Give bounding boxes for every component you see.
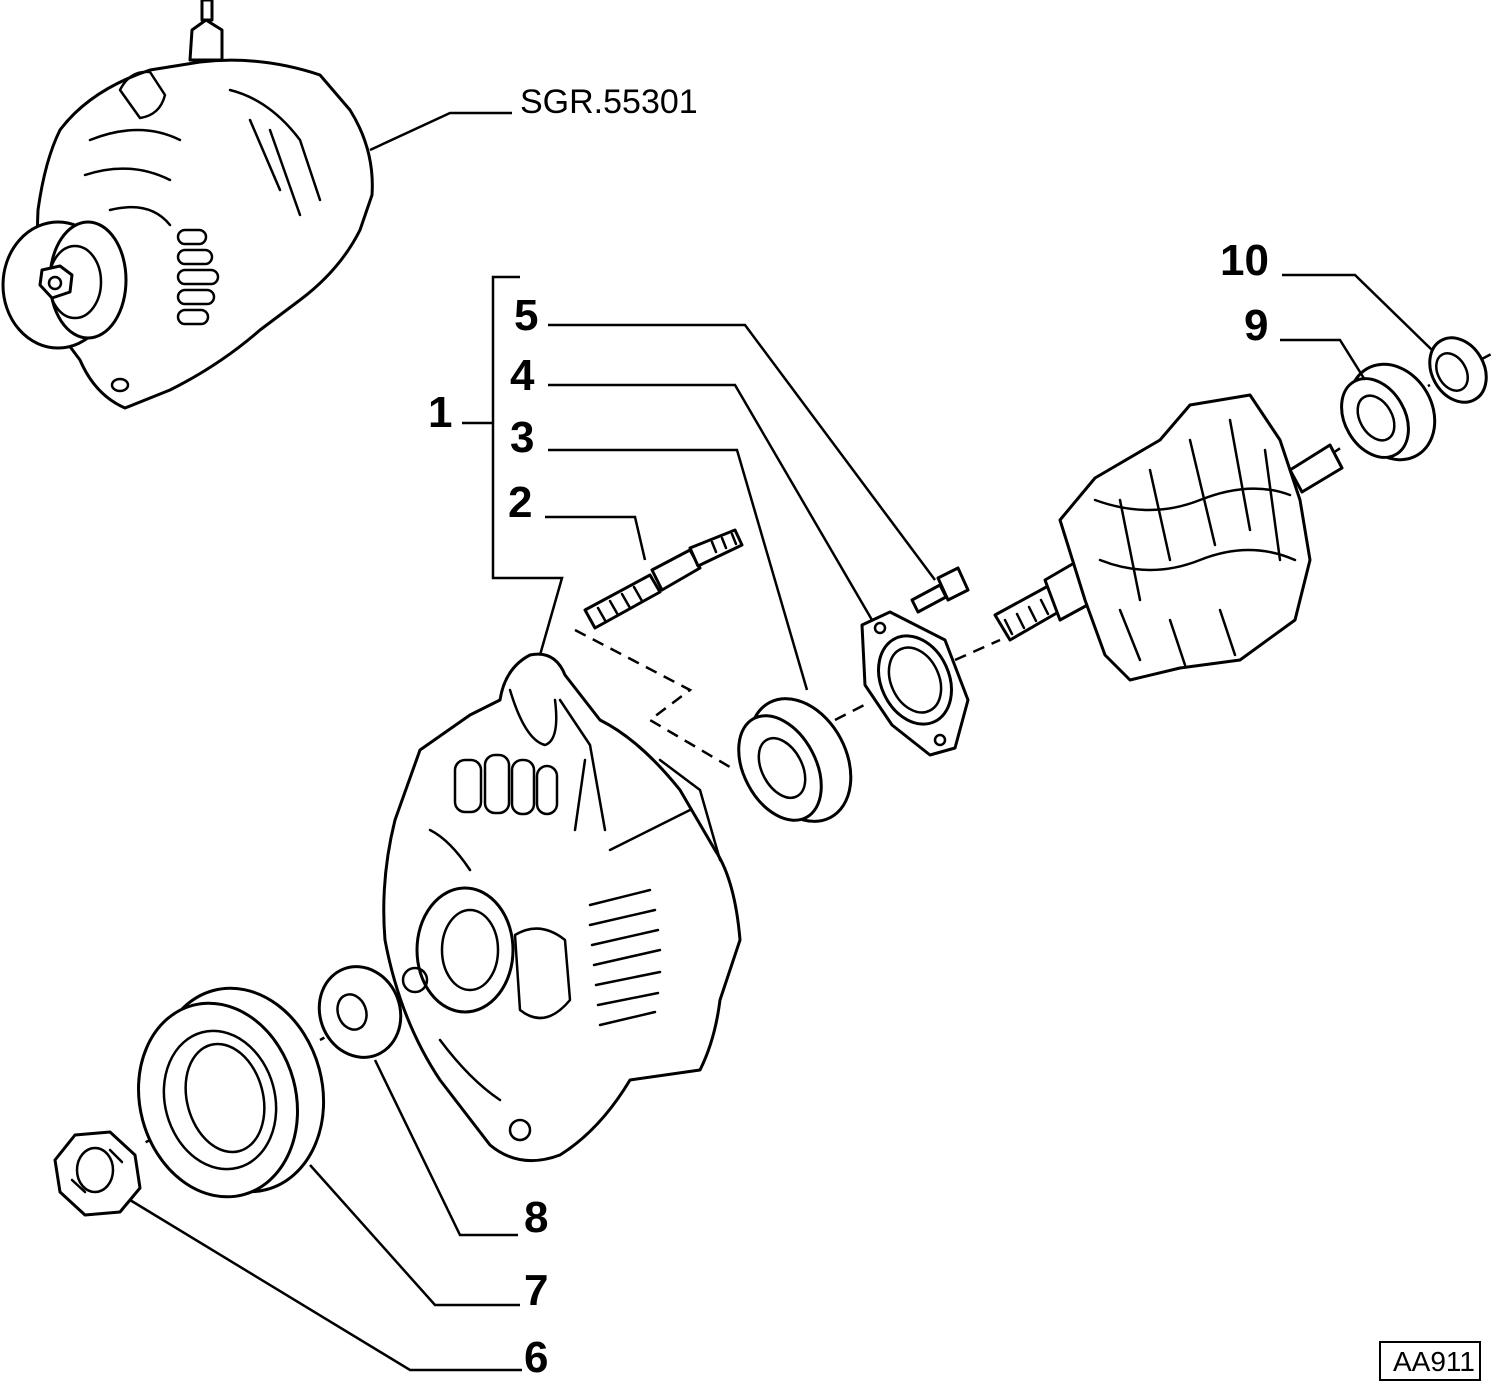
- callout-6: 6: [524, 1333, 548, 1382]
- bearing-part-3: [737, 697, 853, 823]
- rotor-assembly: [993, 393, 1344, 682]
- cap-part-10: [1428, 336, 1488, 404]
- drawing-code: AA911: [1393, 1346, 1475, 1377]
- callout-7: 7: [524, 1266, 548, 1315]
- bearing-part-9: [1340, 362, 1437, 462]
- drawing-code-box: [1379, 1341, 1481, 1381]
- reference-label: SGR.55301: [520, 83, 698, 121]
- assembled-alternator-drawing: [1, 0, 374, 410]
- callout-8: 8: [524, 1193, 548, 1242]
- reference-leader-line: [369, 111, 512, 152]
- callout-5-leader: [548, 323, 937, 581]
- alternator-housing-part-1: [382, 652, 742, 1163]
- pulley-part-7: [137, 986, 326, 1199]
- stud-part-2: [583, 528, 744, 630]
- spacer-part-8: [317, 965, 403, 1059]
- callout-10-leader: [1282, 273, 1433, 351]
- callout-10: 10: [1220, 236, 1269, 285]
- nut-part-6: [53, 1130, 142, 1217]
- callout-2: 2: [508, 478, 532, 527]
- callout-3: 3: [510, 413, 534, 462]
- callout-6-leader: [129, 1198, 522, 1372]
- alignment-dash-plate: [954, 638, 1001, 662]
- retaining-plate-part-4: [860, 610, 970, 757]
- callout-3-leader: [548, 448, 809, 691]
- callout-9-leader: [1280, 338, 1367, 381]
- callout-7-leader: [309, 1164, 520, 1307]
- screw-part-5: [910, 566, 970, 614]
- callout-1: 1: [428, 388, 452, 437]
- alignment-dash-housing: [574, 628, 736, 772]
- callout-2-leader: [545, 515, 647, 561]
- callout-1-bracket: [491, 275, 564, 656]
- callout-5: 5: [514, 291, 538, 340]
- callout-4: 4: [510, 351, 535, 400]
- callout-4-leader: [548, 383, 874, 621]
- callout-9: 9: [1244, 301, 1268, 350]
- callout-8-leader: [373, 1059, 518, 1237]
- alignment-dash-bearing: [834, 700, 871, 722]
